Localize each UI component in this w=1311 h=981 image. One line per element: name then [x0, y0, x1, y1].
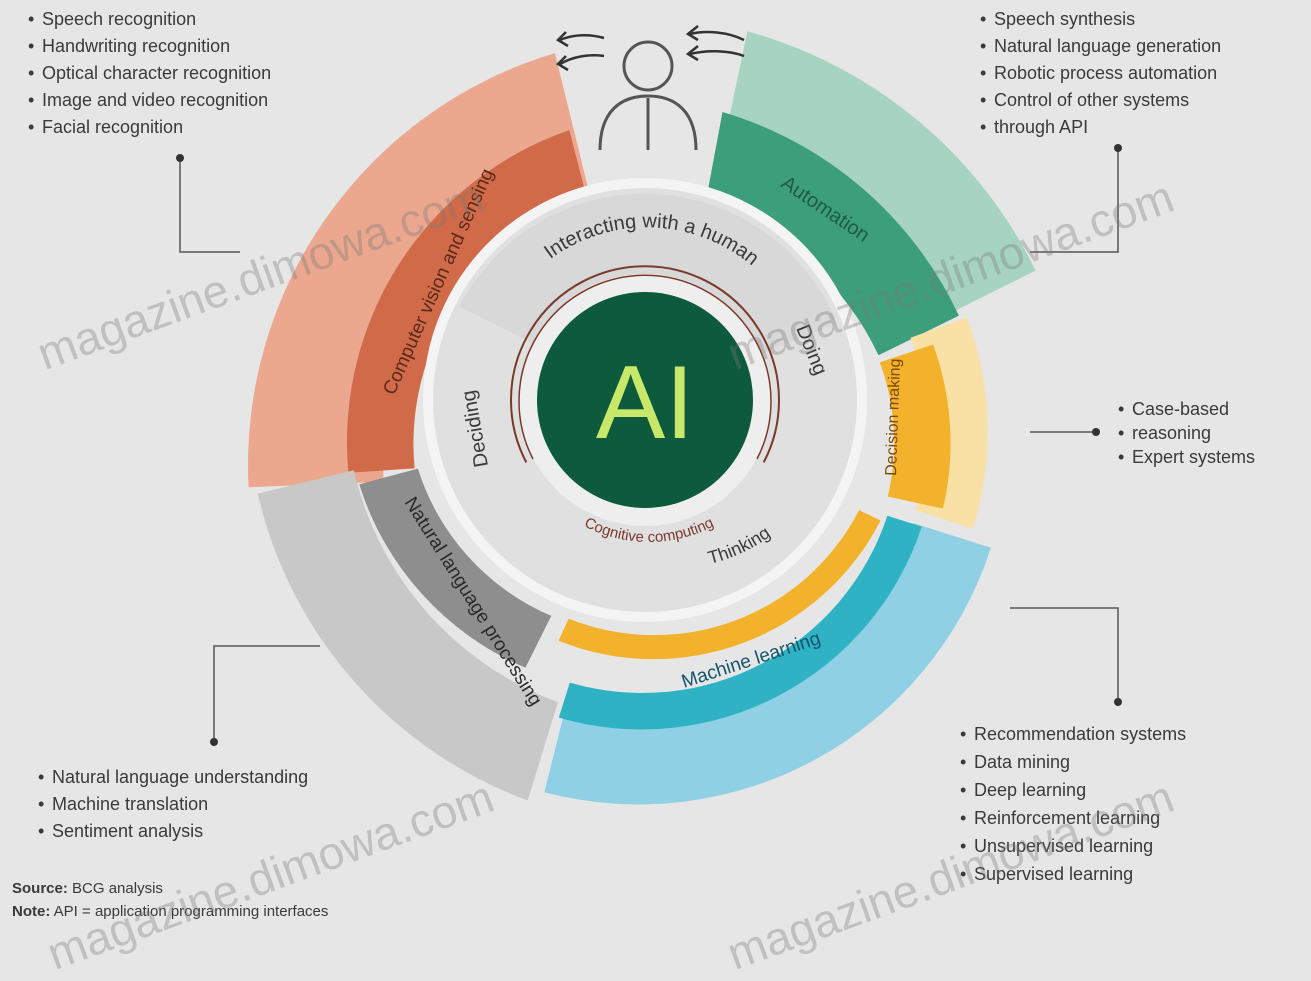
list-item: Speech recognition: [28, 6, 271, 33]
automation-capabilities-list: Speech synthesis Natural language genera…: [980, 6, 1221, 141]
abbreviation-note: Note: API = application programming inte…: [12, 903, 328, 920]
decision-capabilities-list: Case-based reasoning Expert systems: [1118, 397, 1255, 469]
list-item: Deep learning: [960, 776, 1186, 804]
decision-segment-label: Decision making: [883, 358, 904, 476]
list-item: Case-based: [1118, 397, 1255, 421]
human-icon: [598, 40, 698, 151]
list-item: Data mining: [960, 748, 1186, 776]
source-note: Source: BCG analysis: [12, 880, 163, 897]
list-item: Robotic process automation: [980, 60, 1221, 87]
center-label: AI: [596, 345, 694, 461]
automation-inner-band: [705, 112, 959, 356]
list-item: Natural language generation: [980, 33, 1221, 60]
list-item: Expert systems: [1118, 445, 1255, 469]
cognitive-computing-arc: [510, 265, 780, 463]
list-item: Image and video recognition: [28, 87, 271, 114]
list-item: Recommendation systems: [960, 720, 1186, 748]
inner-ring-top-segment: [459, 193, 838, 354]
automation-outer-band: [718, 31, 1036, 331]
nlp-capabilities-list: Natural language understanding Machine t…: [38, 764, 308, 845]
decision-lower-band: [558, 510, 881, 660]
list-item: Optical character recognition: [28, 60, 271, 87]
source-text: BCG analysis: [72, 880, 163, 897]
nlp-inner-band: [359, 468, 552, 668]
perception-capabilities-list: Speech recognition Handwriting recogniti…: [28, 6, 271, 141]
center-circle: [537, 292, 753, 508]
connector-lines: [179, 148, 1119, 740]
ai-capabilities-diagram: AI Interacting with a human Cognitive co…: [176, 25, 1122, 805]
cognitive-computing-arc-inner: [518, 274, 772, 460]
list-item: Natural language understanding: [38, 764, 308, 791]
list-item: Machine translation: [38, 791, 308, 818]
list-item: Handwriting recognition: [28, 33, 271, 60]
note-label: Note:: [12, 903, 51, 920]
list-item: Sentiment analysis: [38, 818, 308, 845]
list-item-continued: through API: [980, 114, 1221, 141]
decision-inner-band: [879, 344, 951, 509]
list-item-continued: reasoning: [1118, 421, 1255, 445]
list-item: Facial recognition: [28, 114, 271, 141]
ml-inner-band: [558, 515, 922, 730]
list-item: Speech synthesis: [980, 6, 1221, 33]
connector-dots: [176, 144, 1122, 746]
ml-outer-band: [544, 523, 991, 805]
nlp-outer-band: [257, 470, 558, 801]
source-label: Source:: [12, 880, 68, 897]
inner-ring: AI: [423, 178, 867, 622]
list-item: Reinforcement learning: [960, 804, 1186, 832]
note-text: API = application programming interfaces: [53, 903, 329, 920]
list-item: Supervised learning: [960, 860, 1186, 888]
list-item: Unsupervised learning: [960, 832, 1186, 860]
ml-capabilities-list: Recommendation systems Data mining Deep …: [960, 720, 1186, 888]
list-item: Control of other systems: [980, 87, 1221, 114]
arrow-icons: [555, 25, 745, 72]
